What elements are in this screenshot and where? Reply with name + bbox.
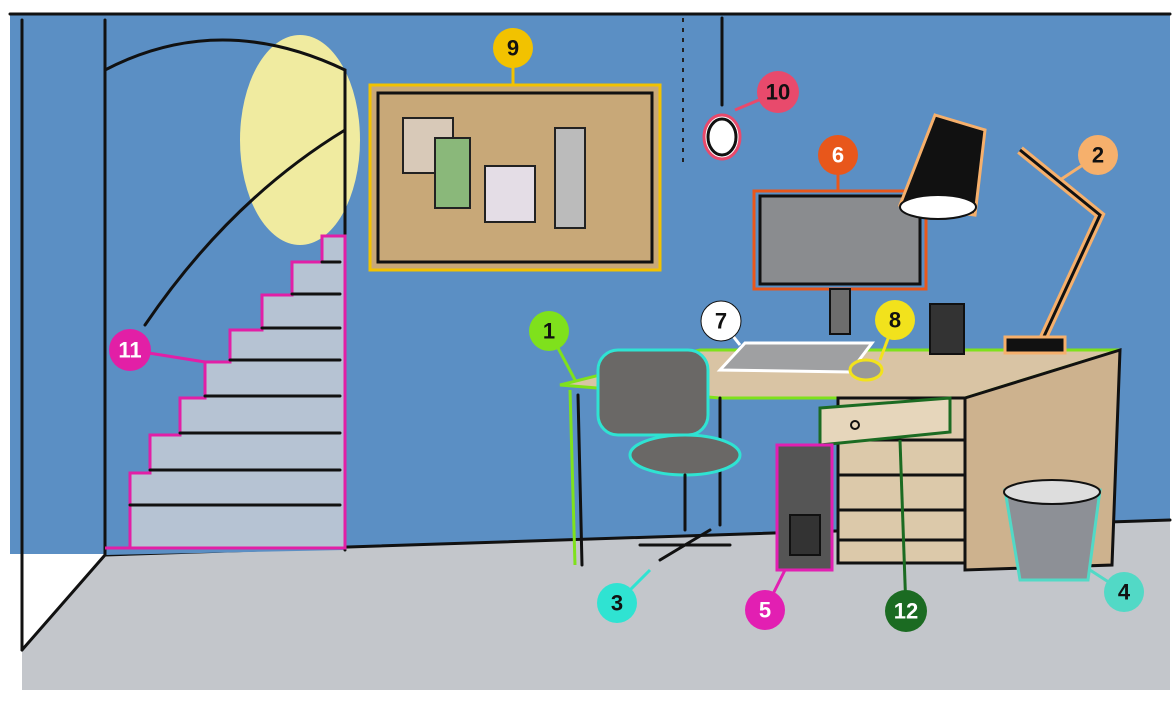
mouse (848, 358, 884, 382)
label-1: 1 (529, 311, 569, 351)
keyboard (716, 341, 876, 374)
desk-lamp (897, 113, 1106, 355)
staircase-area (103, 18, 360, 557)
svg-text:1: 1 (543, 319, 555, 344)
svg-text:5: 5 (759, 598, 771, 623)
corkboard (368, 83, 662, 272)
svg-text:12: 12 (894, 599, 918, 624)
label-9: 9 (493, 28, 533, 68)
label-3: 3 (597, 583, 637, 623)
label-2: 2 (1078, 135, 1118, 175)
label-7: 7 (700, 300, 742, 342)
label-5: 5 (745, 590, 785, 630)
label-4: 4 (1104, 572, 1144, 612)
office-chair (596, 348, 742, 562)
computer-tower (775, 443, 834, 572)
speaker (929, 303, 965, 355)
svg-text:6: 6 (832, 143, 844, 168)
svg-text:2: 2 (1092, 143, 1104, 168)
light-bulb (682, 16, 742, 165)
label-8: 8 (875, 300, 915, 340)
label-11: 11 (109, 329, 151, 371)
handrail (143, 128, 347, 327)
svg-text:11: 11 (118, 338, 141, 363)
svg-text:8: 8 (889, 308, 901, 333)
monitor (752, 189, 928, 335)
waste-bin (1003, 479, 1102, 582)
svg-text:7: 7 (715, 309, 727, 334)
label-10: 10 (757, 71, 799, 113)
svg-text:10: 10 (766, 80, 790, 105)
drawer (818, 396, 952, 447)
svg-text:9: 9 (507, 36, 519, 61)
staircase-outline (105, 234, 347, 550)
svg-text:4: 4 (1118, 580, 1131, 605)
label-6: 6 (818, 135, 858, 175)
label-12: 12 (885, 590, 927, 632)
svg-text:3: 3 (611, 591, 623, 616)
